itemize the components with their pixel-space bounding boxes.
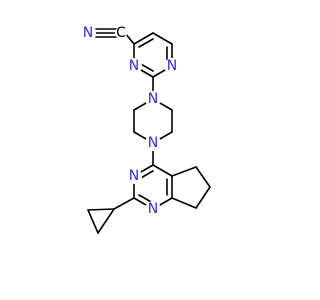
atom-pyrimidine-top-n1: N	[164, 58, 180, 74]
bond-cyclopropane-3	[97, 208, 115, 234]
molecule-structure: N C N N N N N N	[80, 25, 211, 234]
atom-label-layer: N C N N N N N N	[80, 25, 180, 217]
bond-fused-c4-c4a	[152, 164, 173, 177]
atom-label-fused-pyrimidine-n1: N	[148, 201, 158, 217]
atom-nitrile-c: C	[115, 25, 127, 41]
bond-to-cyclopropyl	[113, 197, 135, 210]
atom-label-piperazine-n-bottom: N	[148, 135, 158, 151]
atom-nitrile-n: N	[80, 25, 96, 41]
bond-cyclopentane-3	[195, 186, 211, 209]
bond-cyclopropane-2	[87, 209, 99, 234]
atom-fused-pyrimidine-n1: N	[145, 201, 161, 217]
atom-label-piperazine-n-top: N	[148, 91, 158, 107]
bond-cyclopentane-2	[195, 166, 211, 188]
atom-fused-pyrimidine-n3: N	[126, 168, 142, 184]
bond-cyclopentane-1	[171, 166, 197, 177]
atom-label-fused-pyrimidine-n3: N	[129, 168, 139, 184]
atom-label-pyrimidine-top-n1: N	[167, 58, 177, 74]
bond-top-ring-inner-1	[138, 38, 154, 48]
atom-piperazine-n-bottom: N	[145, 135, 161, 151]
bond-cyclopentane-4	[171, 197, 197, 209]
atom-label-nitrile-c: C	[116, 25, 126, 41]
atom-label-nitrile-n: N	[83, 25, 93, 41]
atom-label-pyrimidine-top-n3: N	[129, 58, 139, 74]
bond-cyclopropane-1	[87, 208, 115, 211]
atom-piperazine-n-top: N	[145, 91, 161, 107]
bond-top-ring-c5-c6	[152, 32, 173, 45]
atom-pyrimidine-top-n3: N	[126, 58, 142, 74]
bond-top-ring-c4-c5	[133, 32, 154, 45]
